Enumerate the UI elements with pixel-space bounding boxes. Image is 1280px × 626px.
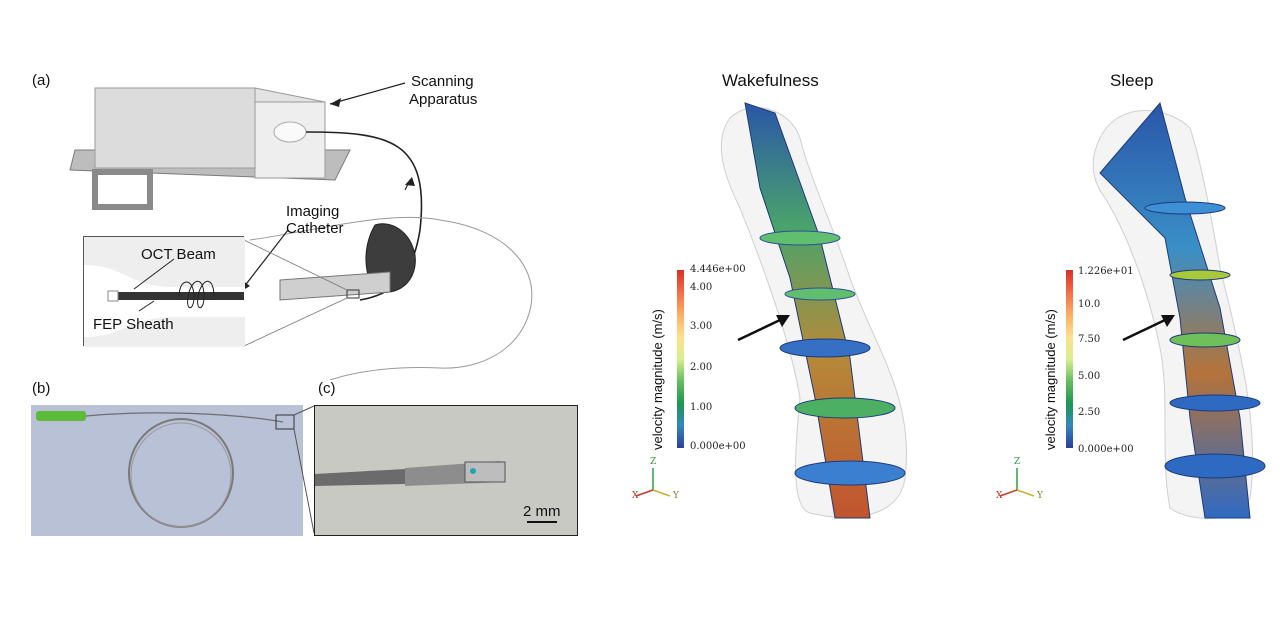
- catheter-inset: OCT Beam FEP Sheath: [83, 236, 245, 347]
- sleep-colorbar: [1066, 270, 1073, 448]
- scanning-label-2: Apparatus: [409, 91, 478, 108]
- sleep-tick-1: 10.0: [1078, 299, 1101, 310]
- wakefulness-title: Wakefulness: [722, 71, 819, 90]
- wake-tick-0: 4.446e+00: [690, 264, 746, 275]
- scale-bar-line: [527, 521, 557, 523]
- oct-beam-label: OCT Beam: [141, 246, 216, 263]
- wake-axis-z: Z: [650, 457, 657, 467]
- wake-tick-4: 1.00: [690, 402, 713, 413]
- wake-colorbar-label: velocity magnitude (m/s): [650, 309, 665, 450]
- wake-axes-icon: [635, 468, 671, 497]
- sleep-tick-4: 2.50: [1078, 407, 1101, 418]
- cart-legs: [92, 169, 153, 210]
- inset-marker: [346, 289, 360, 299]
- wake-airway-model: [720, 102, 907, 519]
- coil-wire: [178, 280, 215, 309]
- wake-tick-1: 4.00: [690, 282, 713, 293]
- wake-axis-y: Y: [673, 491, 679, 501]
- wake-tick-2: 3.00: [690, 321, 713, 332]
- sleep-colorbar-label: velocity magnitude (m/s): [1043, 309, 1058, 450]
- sleep-tick-0: 1.226e+01: [1078, 266, 1134, 277]
- panel-b-label: (b): [32, 380, 51, 397]
- sleep-airway-model: [1092, 101, 1266, 519]
- sleep-sagittal-slice: [1099, 101, 1251, 519]
- sleep-tick-3: 5.00: [1078, 371, 1101, 382]
- sleep-title: Sleep: [1110, 71, 1154, 90]
- tip-marker: [275, 414, 295, 430]
- catheter-photo: [31, 405, 303, 536]
- sleep-axis-y: Y: [1037, 491, 1043, 501]
- fep-sheath-label: FEP Sheath: [93, 316, 174, 333]
- wake-axis-x: X: [632, 491, 639, 501]
- scanning-box-front: [94, 87, 256, 169]
- zoom-connector: [293, 405, 315, 534]
- sleep-arrow-icon: [1122, 315, 1175, 342]
- sleep-tick-2: 7.50: [1078, 334, 1101, 345]
- wake-arrow-icon: [737, 315, 790, 342]
- wake-tick-3: 2.00: [690, 362, 713, 373]
- sleep-tick-5: 0.000e+00: [1078, 444, 1134, 455]
- wake-colorbar: [677, 270, 684, 448]
- wake-tick-5: 0.000e+00: [690, 441, 746, 452]
- sleep-axis-x: X: [996, 491, 1003, 501]
- catheter-label-1: Imaging: [286, 203, 340, 220]
- sleep-axis-z: Z: [1014, 457, 1021, 467]
- sleep-axes-icon: [999, 468, 1035, 497]
- panel-c-label: (c): [318, 380, 336, 397]
- scanning-label-1: Scanning: [411, 73, 474, 90]
- catheter-label-2: Catheter: [286, 220, 344, 237]
- oct-system-illustration: [69, 82, 533, 380]
- scale-bar-label: 2 mm: [523, 503, 561, 520]
- patient-outline: [249, 216, 533, 380]
- panel-a-label: (a): [32, 72, 51, 89]
- catheter-tip-photo: 2 mm: [314, 405, 578, 536]
- airway-tube: [279, 271, 391, 301]
- scanning-port: [273, 121, 307, 143]
